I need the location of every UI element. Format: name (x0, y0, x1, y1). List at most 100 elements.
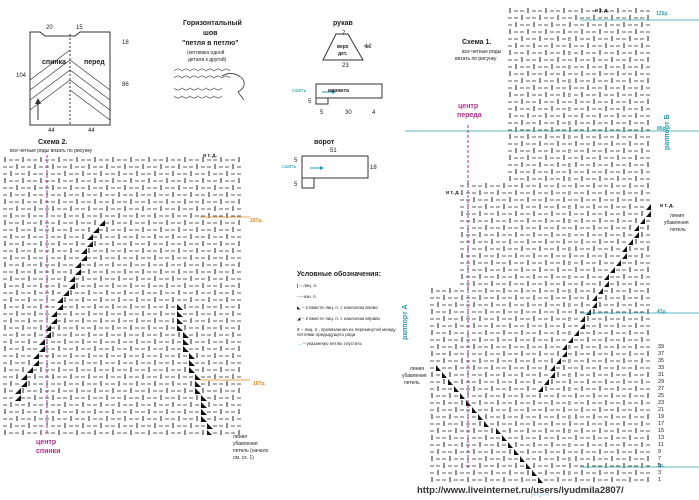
decrease-triangle (634, 232, 639, 238)
schema1-title: Схема 1. (462, 39, 492, 46)
legend-item-text: – указанную петлю спустить (302, 341, 362, 346)
yarn-over-mark: 8 (568, 457, 571, 463)
row-number: 9 (658, 449, 661, 455)
schema2-row-207: 207р. (250, 218, 263, 224)
decrease-triangle (550, 372, 555, 378)
sweater-outline (29, 31, 111, 126)
schema1-it-right: и т. д. (660, 203, 674, 209)
decrease-triangle (33, 353, 39, 359)
legend-item: ◢ – 2 вместе лиц. п. с наклоном вправо (297, 316, 381, 321)
schema2-line-2: убавления (233, 441, 258, 447)
legend-item-text: – 2 вместе лиц. п. с наклоном влево (301, 305, 378, 310)
sleeve-right-dim: 12 (365, 44, 372, 50)
schema2-grid (3, 155, 250, 435)
schema1-center-1: центр (458, 103, 479, 110)
legend-item: → – указанную петлю спустить (297, 341, 362, 346)
yarn-over-mark: 8 (568, 205, 571, 211)
yarn-over-mark: 8 (568, 429, 571, 435)
yarn-over-mark: 8 (568, 219, 571, 225)
decrease-triangle (177, 304, 183, 310)
sleeve-top-label: верх (337, 44, 349, 50)
decrease-triangle (183, 339, 189, 345)
decrease-triangle (604, 274, 609, 280)
yarn-over-mark: 8 (568, 233, 571, 239)
schema1-row-85: 85р. (657, 126, 668, 132)
yarn-over-mark: 8 (568, 79, 571, 85)
row-number: 7 (658, 456, 661, 462)
schema1-line-r-1: линия (670, 213, 684, 219)
decrease-triangle (562, 351, 567, 357)
yarn-over-mark: 8 (568, 163, 571, 169)
legend-item: ◣ – 2 вместе лиц. п. с наклоном влево (297, 305, 378, 310)
collar-right-dim: 18 (370, 165, 377, 171)
decrease-triangle (57, 304, 63, 310)
legend-item: 8 – лиц. п., провязанная из перекинутой … (297, 327, 396, 337)
row-number: 3 (658, 470, 661, 476)
yarn-over-mark: 8 (568, 471, 571, 477)
legend-item-text: – лиц. п. (299, 283, 318, 288)
row-number: 33 (658, 365, 664, 371)
decrease-triangle (646, 204, 651, 210)
decrease-triangle (562, 344, 567, 350)
legend-item-text: – лиц. п., провязанная из перекинутой ме… (297, 327, 396, 337)
seam-title-2: шов (203, 30, 218, 37)
decrease-triangle (87, 241, 93, 247)
decrease-triangle (189, 367, 195, 373)
seam-title-3: "петля в петлю" (182, 40, 239, 47)
decrease-triangle (15, 388, 21, 394)
decrease-triangle (580, 323, 585, 329)
row-number: 25 (658, 393, 664, 399)
schema2-it: и т. д. (203, 153, 217, 159)
decrease-triangle (496, 428, 501, 434)
decrease-triangle (177, 311, 183, 317)
decrease-triangle (628, 239, 633, 245)
sleeve-det-label: дет. (338, 51, 348, 57)
decrease-triangle (634, 225, 639, 231)
decrease-triangle (39, 339, 45, 345)
sleeve-top-dim: 7 (342, 31, 346, 37)
yarn-over-mark: 8 (568, 65, 571, 71)
sweater-dim-bottom-b: 44 (88, 128, 95, 134)
decrease-triangle (45, 332, 51, 338)
yarn-over-mark: 8 (568, 149, 571, 155)
decrease-triangle (15, 395, 21, 401)
schema2-row-167: 167р. (253, 381, 266, 387)
decrease-triangle (472, 407, 477, 413)
decrease-triangle (520, 456, 525, 462)
decrease-triangle (45, 325, 51, 331)
cuff-side-dim: 5 (308, 99, 312, 105)
decrease-triangle (177, 318, 183, 324)
yarn-over-mark: 8 (568, 261, 571, 267)
decrease-triangle (448, 379, 453, 385)
decrease-triangle (550, 365, 555, 371)
row-number: 31 (658, 372, 664, 378)
schema2-subtitle: все четные ряды вязать по рисунку (10, 148, 93, 154)
sweater-dim-left: 104 (16, 73, 27, 79)
schema2-line-3: петель (начало (233, 448, 269, 454)
row-number: 29 (658, 379, 664, 385)
decrease-triangle (574, 330, 579, 336)
decrease-triangle (454, 386, 459, 392)
row-number: 5 (658, 463, 661, 469)
decrease-triangle (532, 470, 537, 476)
row-number: 37 (658, 351, 664, 357)
decrease-triangle (195, 374, 201, 380)
schema2-line-4: см. сх. 1) (233, 455, 254, 461)
collar-bottom-dim: 5 (294, 182, 298, 188)
collar-drawing (301, 155, 369, 189)
watermark-url: http://www.liveinternet.ru/users/lyudmil… (417, 485, 624, 496)
sweater-back-label: спинка (42, 59, 67, 66)
row-number: 27 (658, 386, 664, 392)
decrease-triangle (646, 211, 651, 217)
decrease-triangle (63, 290, 69, 296)
decrease-triangle (568, 337, 573, 343)
decrease-triangle (39, 346, 45, 352)
decrease-triangle (526, 463, 531, 469)
sweater-dim-bottom-a: 44 (48, 128, 55, 134)
decrease-triangle (33, 360, 39, 366)
yarn-over-mark: 8 (568, 443, 571, 449)
decrease-triangle (189, 353, 195, 359)
decrease-triangle (538, 477, 543, 483)
decrease-triangle (189, 360, 195, 366)
row-number: 23 (658, 400, 664, 406)
